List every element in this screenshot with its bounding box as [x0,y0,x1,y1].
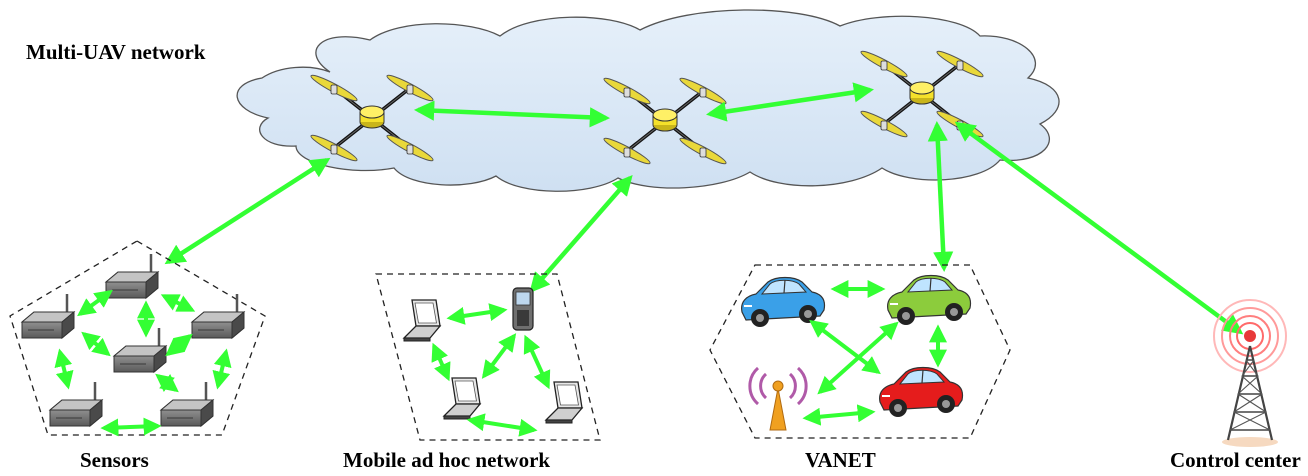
router-icon-3 [190,292,246,340]
router-icon-4 [112,326,168,374]
car-icon-green [886,274,972,326]
laptop-icon-3 [545,381,583,424]
link-uav1-sensors [164,157,331,265]
tower-icon [1213,299,1287,447]
control-center-label: Control center [1170,448,1301,472]
link-uav2-uav3 [705,82,875,122]
car-icon-red [878,366,964,418]
router-icon-6 [159,380,215,428]
link-uav3-control [954,121,1244,335]
link-uav3-vanet [927,120,954,273]
router-icon-5 [48,380,104,428]
router-icon-2 [20,292,76,340]
phone-icon [512,287,534,331]
laptop-icon-1 [403,299,441,342]
antenna-icon [748,366,808,431]
sensors-group [9,240,266,437]
manet-label: Mobile ad hoc network [343,448,551,472]
laptop-icon-2 [443,377,481,420]
vanet-label: VANET [805,448,876,472]
sensors-label: Sensors [80,448,149,472]
router-icon-1 [104,252,160,300]
uav-links [164,82,1244,335]
uav-network-label: Multi-UAV network [26,40,206,64]
manet-group [375,273,601,441]
link-uav2-manet [529,174,633,294]
vanet-group [709,264,1011,439]
link-uav1-uav2 [413,100,611,128]
car-icon-blue [740,276,826,328]
